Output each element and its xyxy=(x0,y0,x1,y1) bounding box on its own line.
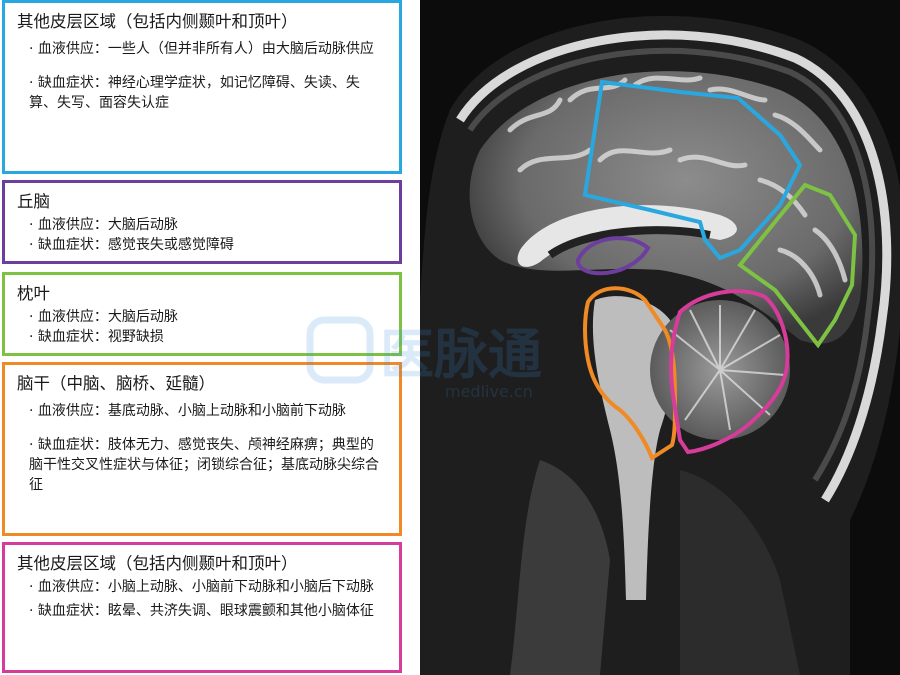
brainstem-symptoms: · 缺血症状：肢体无力、感觉丧失、颅神经麻痹；典型的脑干性交叉性症状与体征；闭锁… xyxy=(29,437,379,493)
cerebellum-box: 其他皮层区域（包括内侧颞叶和顶叶） · 血液供应：小脑上动脉、小脑前下动脉和小脑… xyxy=(2,542,402,673)
cerebellum-title: 其他皮层区域（包括内侧颞叶和顶叶） xyxy=(17,554,298,573)
brainstem-title: 脑干（中脑、脑桥、延髓） xyxy=(17,374,215,393)
thalamus-symptoms: · 缺血症状：感觉丧失或感觉障碍 xyxy=(29,237,234,253)
cortex-region-outline xyxy=(582,79,803,261)
cerebellum-supply: · 血液供应：小脑上动脉、小脑前下动脉和小脑后下动脉 xyxy=(29,579,374,595)
occipital-title: 枕叶 xyxy=(17,284,50,303)
occipital-box: 枕叶 · 血液供应：大脑后动脉 · 缺血症状：视野缺损 xyxy=(2,272,402,356)
cerebellum-symptoms: · 缺血症状：眩晕、共济失调、眼球震颤和其他小脑体征 xyxy=(29,603,374,619)
cortex-region-supply: · 血液供应：一些人（但并非所有人）由大脑后动脉供应 xyxy=(29,41,374,57)
watermark-logo: 医脉通 medlive.cn xyxy=(306,316,542,401)
cortex-region-title: 其他皮层区域（包括内侧颞叶和顶叶） xyxy=(17,12,298,31)
brainstem-box: 脑干（中脑、脑桥、延髓） · 血液供应：基底动脉、小脑上动脉和小脑前下动脉 · … xyxy=(2,362,402,536)
cortex-region-box: 其他皮层区域（包括内侧颞叶和顶叶） · 血液供应：一些人（但并非所有人）由大脑后… xyxy=(2,0,402,174)
thalamus-title: 丘脑 xyxy=(17,192,50,211)
brainstem-outline xyxy=(583,286,677,462)
mri-sagittal-image xyxy=(420,0,900,675)
watermark-text: 医脉通 xyxy=(380,323,542,386)
occipital-outline xyxy=(737,182,858,349)
occipital-symptoms: · 缺血症状：视野缺损 xyxy=(29,329,164,345)
cerebellum-outline xyxy=(669,289,790,455)
thalamus-supply: · 血液供应：大脑后动脉 xyxy=(29,217,178,233)
occipital-supply: · 血液供应：大脑后动脉 xyxy=(29,309,178,325)
thalamus-outline xyxy=(575,236,651,276)
watermark-subtext: medlive.cn xyxy=(445,382,533,401)
cortex-region-symptoms: · 缺血症状：神经心理学症状，如记忆障碍、失读、失算、失写、面容失认症 xyxy=(29,75,360,111)
thalamus-box: 丘脑 · 血液供应：大脑后动脉 · 缺血症状：感觉丧失或感觉障碍 xyxy=(2,180,402,264)
brainstem-supply: · 血液供应：基底动脉、小脑上动脉和小脑前下动脉 xyxy=(29,403,346,419)
